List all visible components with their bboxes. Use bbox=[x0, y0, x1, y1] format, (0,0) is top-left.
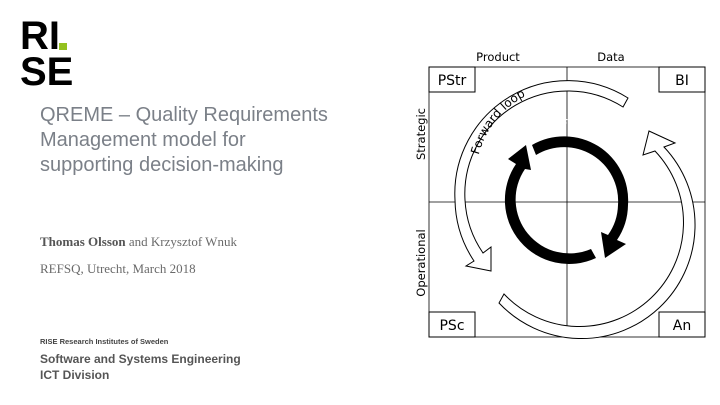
department-line-2: ICT Division bbox=[40, 368, 110, 382]
logo-accent-square bbox=[59, 43, 67, 50]
quadrant-label-pstr: PStr bbox=[438, 73, 467, 89]
logo-line-2: SE bbox=[20, 50, 72, 87]
quadrant-label-bi: BI bbox=[675, 73, 689, 89]
quadrant-psc: PSc bbox=[428, 311, 476, 338]
logo-line-1: RI bbox=[20, 17, 60, 58]
forward-loop-arrow-left bbox=[454, 80, 629, 272]
authors: Thomas Olsson and Krzysztof Wnuk bbox=[40, 234, 237, 250]
qreme-diagram: Product Data Strategic Operational PStr … bbox=[414, 50, 706, 339]
author-primary: Thomas Olsson bbox=[40, 234, 126, 249]
presentation-title: QREME – Quality Requirements Management … bbox=[40, 104, 328, 176]
quadrant-an: An bbox=[658, 311, 706, 338]
quadrant-pstr: PStr bbox=[428, 66, 476, 93]
author-connector: and bbox=[125, 234, 151, 249]
quadrant-label-an: An bbox=[673, 318, 691, 334]
column-label-data: Data bbox=[597, 50, 624, 64]
row-label-operational: Operational bbox=[414, 229, 428, 296]
column-label-product: Product bbox=[476, 50, 520, 64]
organization-name: RISE Research Institutes of Sweden bbox=[40, 337, 169, 346]
quadrant-label-psc: PSc bbox=[439, 318, 464, 334]
feedback-arrow-left bbox=[504, 145, 596, 265]
author-secondary: Krzysztof Wnuk bbox=[150, 234, 237, 249]
rise-logo: RI SE bbox=[20, 17, 72, 87]
row-label-strategic: Strategic bbox=[414, 108, 428, 160]
department: Software and Systems Engineering ICT Div… bbox=[40, 351, 241, 383]
forward-loop-label: Forward loop bbox=[468, 86, 527, 156]
quadrant-bi: BI bbox=[658, 66, 706, 93]
venue: REFSQ, Utrecht, March 2018 bbox=[40, 261, 196, 276]
department-line-1: Software and Systems Engineering bbox=[40, 352, 241, 366]
forward-loop-arrow-right bbox=[498, 130, 696, 339]
feedback-arrow-right bbox=[532, 136, 629, 258]
